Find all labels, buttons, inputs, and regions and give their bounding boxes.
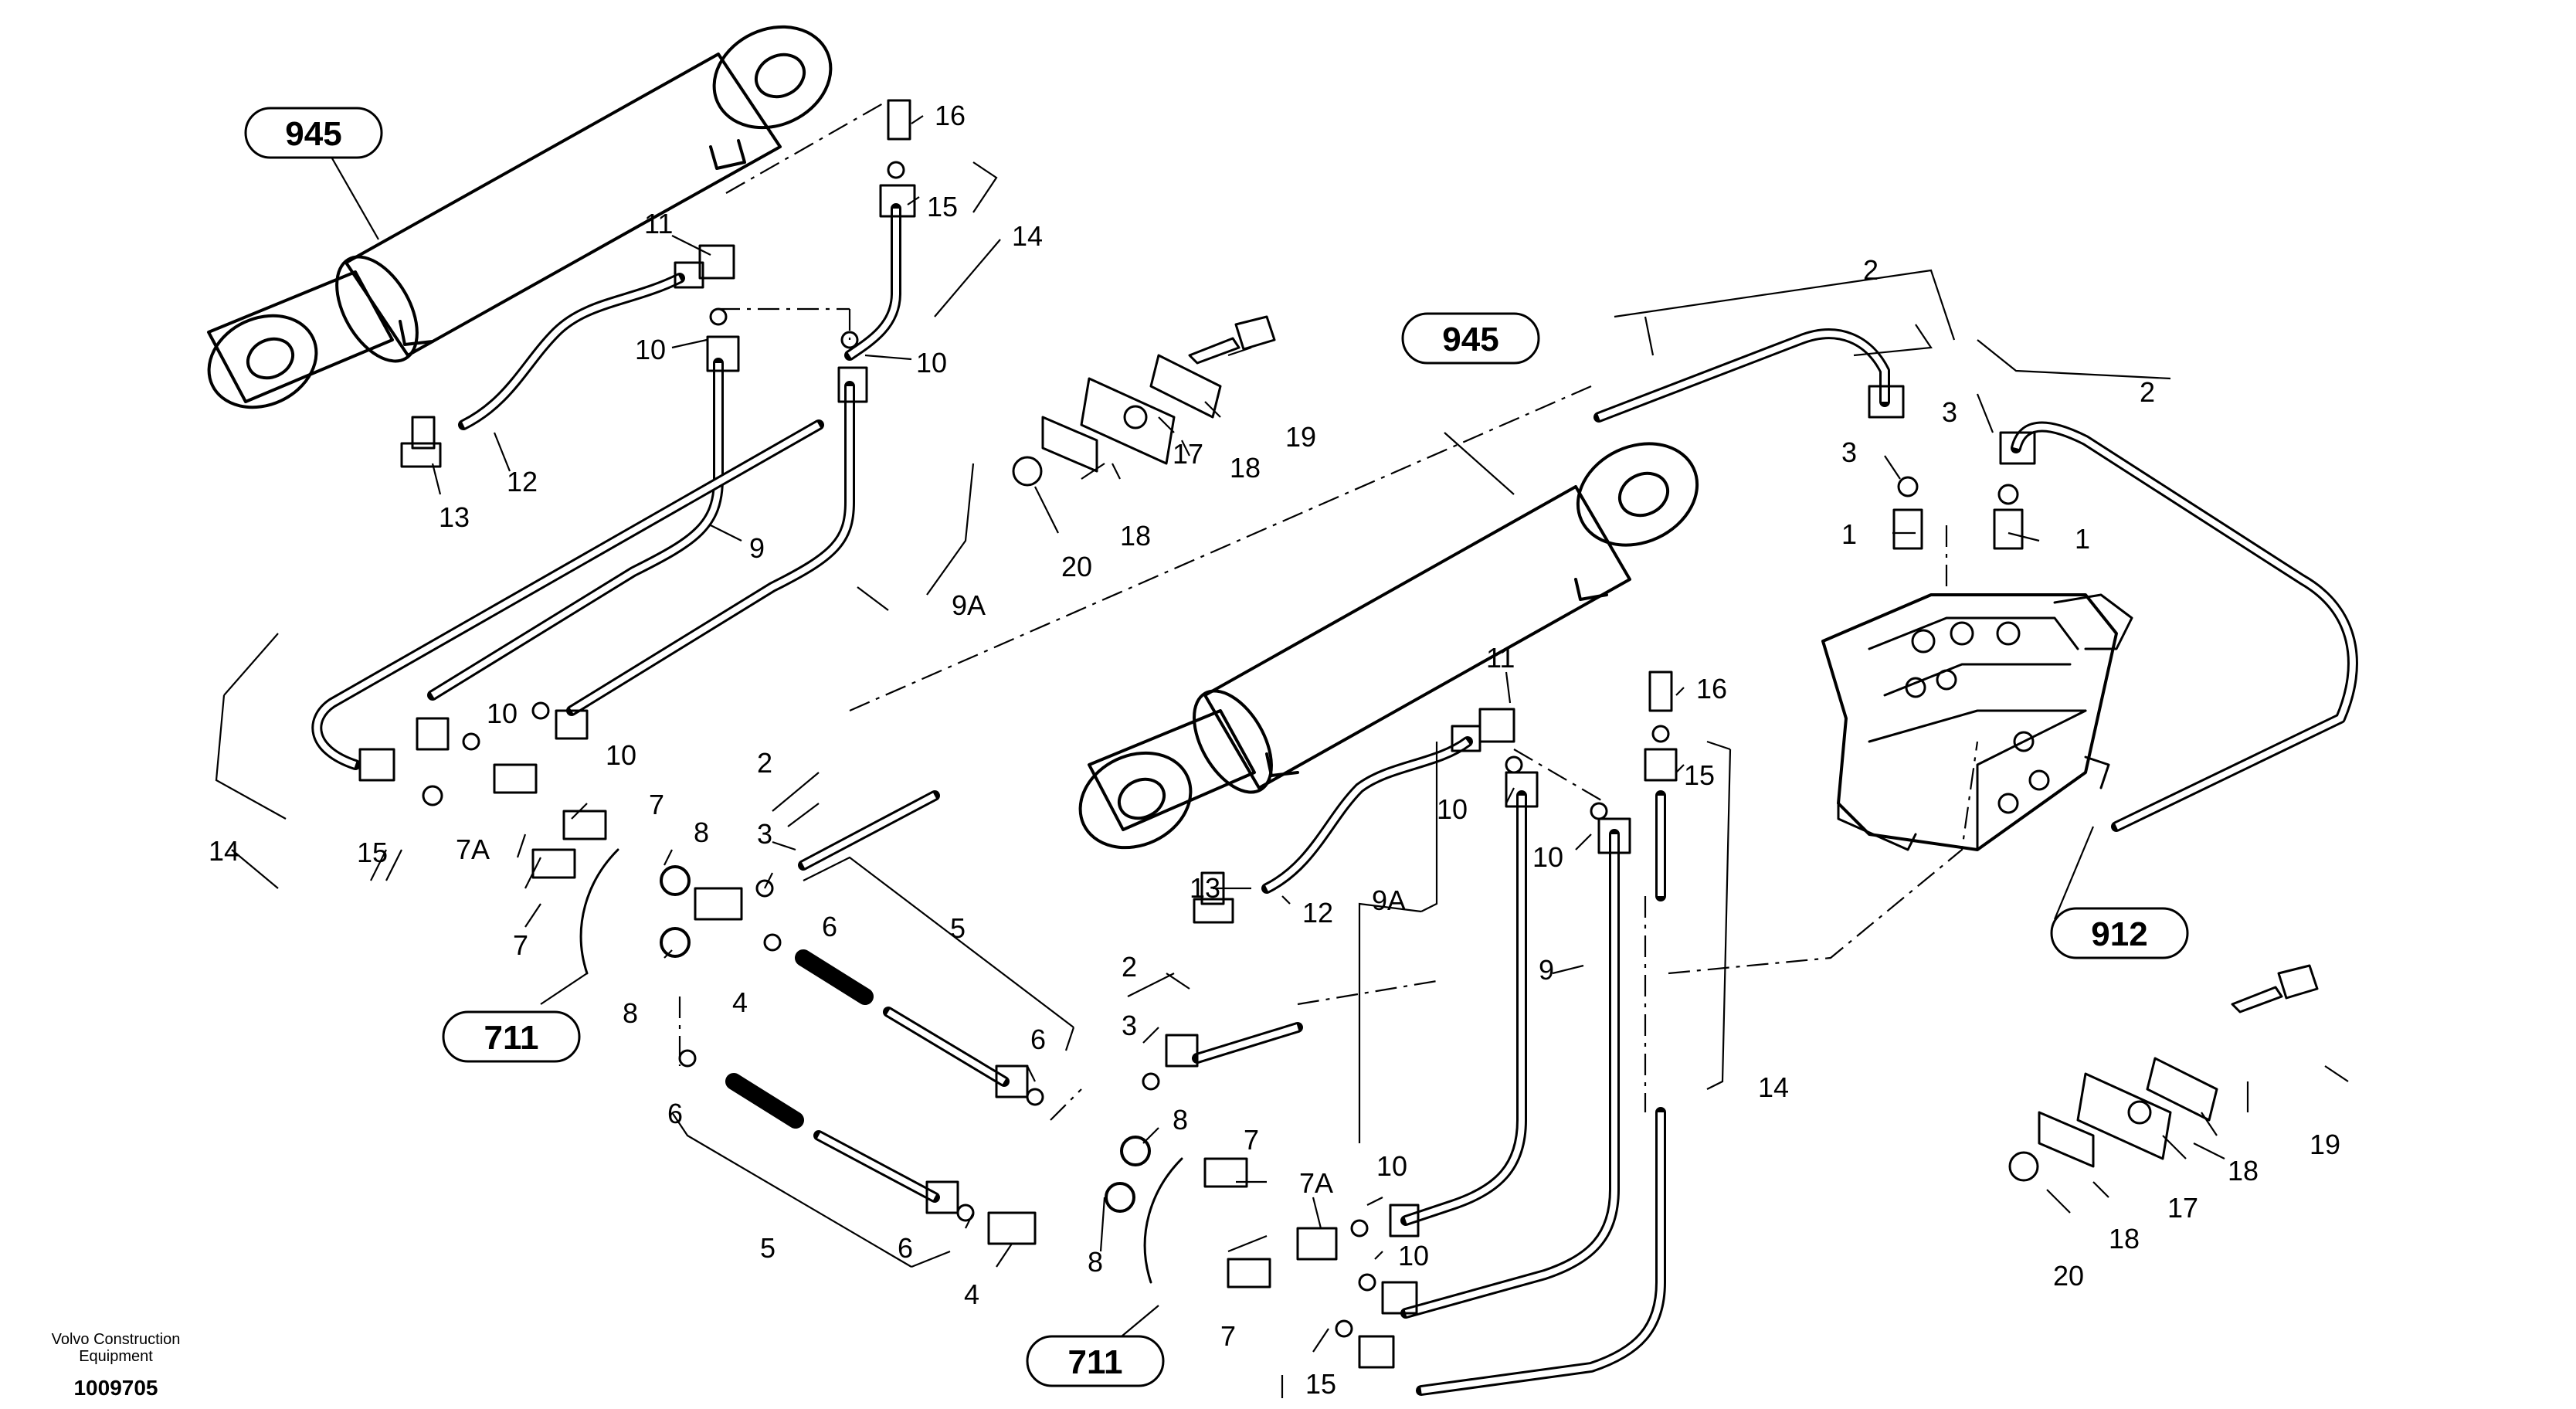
ref-10[interactable]: 10 xyxy=(1376,1150,1407,1182)
ref-16[interactable]: 16 xyxy=(1696,673,1727,704)
callout-945-left[interactable]: 945 xyxy=(244,107,383,159)
ref-10[interactable]: 10 xyxy=(916,347,947,379)
ref-5[interactable]: 5 xyxy=(760,1232,776,1264)
ref-2[interactable]: 2 xyxy=(1863,254,1879,286)
ref-12[interactable]: 12 xyxy=(1302,897,1333,929)
ref-10[interactable]: 10 xyxy=(1532,841,1563,873)
fittings xyxy=(358,99,2319,1369)
ref-10[interactable]: 10 xyxy=(487,698,518,729)
ref-6[interactable]: 6 xyxy=(822,911,837,942)
ref-20[interactable]: 20 xyxy=(2053,1260,2084,1292)
callout-945-right[interactable]: 945 xyxy=(1401,312,1540,365)
ref-1[interactable]: 1 xyxy=(1841,518,1857,550)
ref-13[interactable]: 13 xyxy=(1190,872,1220,904)
callout-945-label: 945 xyxy=(285,115,341,153)
ref-7[interactable]: 7 xyxy=(1220,1320,1236,1352)
ref-18[interactable]: 18 xyxy=(1230,452,1261,484)
brand-line-2: Equipment xyxy=(79,1348,153,1365)
ref-9[interactable]: 9 xyxy=(1539,954,1554,986)
part-reference-numbers: 16 15 14 11 10 10 12 13 9 9A 10 10 14 15… xyxy=(209,100,2340,1400)
ref-15[interactable]: 15 xyxy=(1684,759,1715,791)
ref-18[interactable]: 18 xyxy=(2228,1155,2259,1187)
ref-7A[interactable]: 7A xyxy=(1299,1167,1333,1199)
ref-18[interactable]: 18 xyxy=(2109,1223,2140,1255)
ref-8[interactable]: 8 xyxy=(694,817,709,848)
ref-4[interactable]: 4 xyxy=(964,1278,979,1310)
ref-2[interactable]: 2 xyxy=(757,747,772,779)
brand-line-1: Volvo Construction xyxy=(52,1331,181,1348)
callout-711-lower[interactable]: 711 xyxy=(1026,1335,1165,1387)
ref-9A[interactable]: 9A xyxy=(1372,884,1406,916)
ref-3[interactable]: 3 xyxy=(1122,1010,1137,1041)
callout-912-label: 912 xyxy=(2091,915,2147,953)
ref-10[interactable]: 10 xyxy=(635,334,666,365)
ref-6[interactable]: 6 xyxy=(1030,1024,1046,1055)
ref-18[interactable]: 18 xyxy=(1120,520,1151,552)
ref-20[interactable]: 20 xyxy=(1061,551,1092,582)
ref-4[interactable]: 4 xyxy=(732,986,748,1018)
ref-14[interactable]: 14 xyxy=(1012,220,1043,252)
hydraulic-cylinder-right xyxy=(1078,442,1699,850)
ref-15[interactable]: 15 xyxy=(927,191,958,222)
center-lines xyxy=(678,100,1979,1121)
control-valve-block xyxy=(1821,593,2133,851)
ref-17[interactable]: 17 xyxy=(2167,1192,2198,1224)
ref-8[interactable]: 8 xyxy=(1088,1246,1103,1278)
ref-19[interactable]: 19 xyxy=(1285,421,1316,453)
ref-14[interactable]: 14 xyxy=(209,835,239,867)
ref-14[interactable]: 14 xyxy=(1758,1071,1789,1103)
ref-16[interactable]: 16 xyxy=(935,100,966,131)
ref-10[interactable]: 10 xyxy=(606,739,636,771)
ref-2[interactable]: 2 xyxy=(1122,951,1137,983)
ref-17[interactable]: 17 xyxy=(1173,438,1203,470)
hydraulic-cylinder-left xyxy=(207,25,833,409)
document-number: 1009705 xyxy=(73,1376,158,1400)
callout-945-label: 945 xyxy=(1442,321,1498,358)
ref-2[interactable]: 2 xyxy=(2140,376,2155,408)
callout-711-upper[interactable]: 711 xyxy=(442,1010,581,1063)
ref-7[interactable]: 7 xyxy=(649,789,664,820)
ref-1[interactable]: 1 xyxy=(2075,523,2090,555)
ref-9A[interactable]: 9A xyxy=(952,589,986,621)
ref-9[interactable]: 9 xyxy=(749,532,765,564)
callout-711-label: 711 xyxy=(484,1019,539,1057)
ref-7A[interactable]: 7A xyxy=(456,834,490,865)
ref-8[interactable]: 8 xyxy=(623,997,638,1029)
ref-3[interactable]: 3 xyxy=(757,818,772,850)
ref-8[interactable]: 8 xyxy=(1173,1104,1188,1136)
ref-7[interactable]: 7 xyxy=(1244,1124,1259,1156)
ref-11[interactable]: 11 xyxy=(644,208,673,239)
ref-12[interactable]: 12 xyxy=(507,466,538,497)
leader-lines xyxy=(215,115,2349,1398)
ref-5[interactable]: 5 xyxy=(950,912,966,944)
ref-6[interactable]: 6 xyxy=(898,1232,913,1264)
footer-block: Volvo Construction Equipment 1009705 xyxy=(52,1331,181,1400)
ref-6[interactable]: 6 xyxy=(667,1098,683,1129)
ref-11[interactable]: 11 xyxy=(1486,642,1515,674)
ref-13[interactable]: 13 xyxy=(439,501,470,533)
callout-912[interactable]: 912 xyxy=(2050,907,2189,959)
ref-10[interactable]: 10 xyxy=(1398,1240,1429,1271)
ref-7[interactable]: 7 xyxy=(513,929,528,961)
ref-3[interactable]: 3 xyxy=(1841,436,1857,468)
hoses xyxy=(311,203,2358,1396)
ref-3[interactable]: 3 xyxy=(1942,396,1957,428)
callout-711-label: 711 xyxy=(1068,1343,1123,1381)
ref-15[interactable]: 15 xyxy=(1305,1368,1336,1400)
ref-19[interactable]: 19 xyxy=(2310,1129,2340,1160)
ref-15[interactable]: 15 xyxy=(357,837,388,868)
ref-10[interactable]: 10 xyxy=(1437,793,1468,825)
